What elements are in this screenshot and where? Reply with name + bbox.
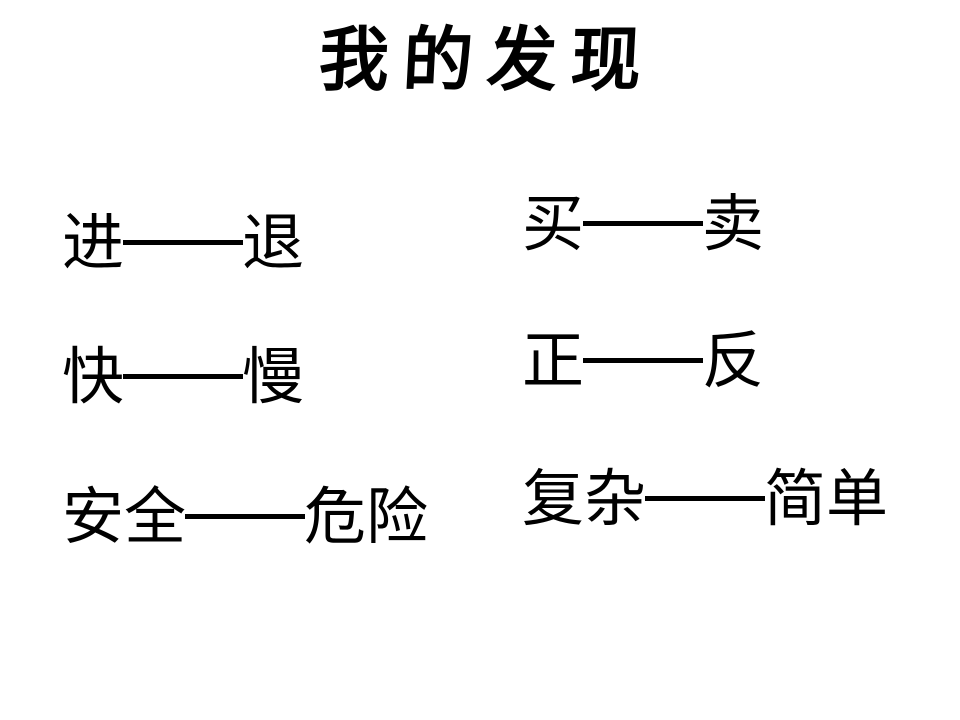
word-pair-row: 买卖 (522, 193, 764, 255)
word-pair-left-term: 快 (62, 340, 125, 413)
word-pair-right-term: 危险 (304, 480, 429, 553)
word-pair-right-term: 慢 (242, 340, 305, 413)
word-pair-row: 快慢 (62, 346, 304, 408)
word-pair-left-term: 正 (522, 324, 585, 397)
word-pair-left-term: 进 (62, 206, 125, 279)
word-pair-right-term: 简单 (764, 462, 889, 535)
em-dash-connector-icon (123, 240, 244, 246)
word-pair-row: 复杂简单 (522, 468, 888, 530)
word-pair-left-term: 安全 (62, 480, 187, 553)
word-pair-row: 安全危险 (62, 486, 428, 548)
word-pair-right-term: 反 (702, 324, 765, 397)
word-pair-right-term: 卖 (702, 187, 765, 260)
em-dash-connector-icon (645, 496, 766, 502)
word-pair-right-term: 退 (242, 206, 305, 279)
word-pair-row: 进退 (62, 212, 304, 274)
em-dash-connector-icon (583, 358, 704, 364)
em-dash-connector-icon (123, 374, 244, 380)
em-dash-connector-icon (185, 514, 306, 520)
word-pair-row: 正反 (522, 330, 764, 392)
word-pair-left-term: 买 (522, 187, 585, 260)
word-pair-left-term: 复杂 (522, 462, 647, 535)
em-dash-connector-icon (583, 221, 704, 227)
